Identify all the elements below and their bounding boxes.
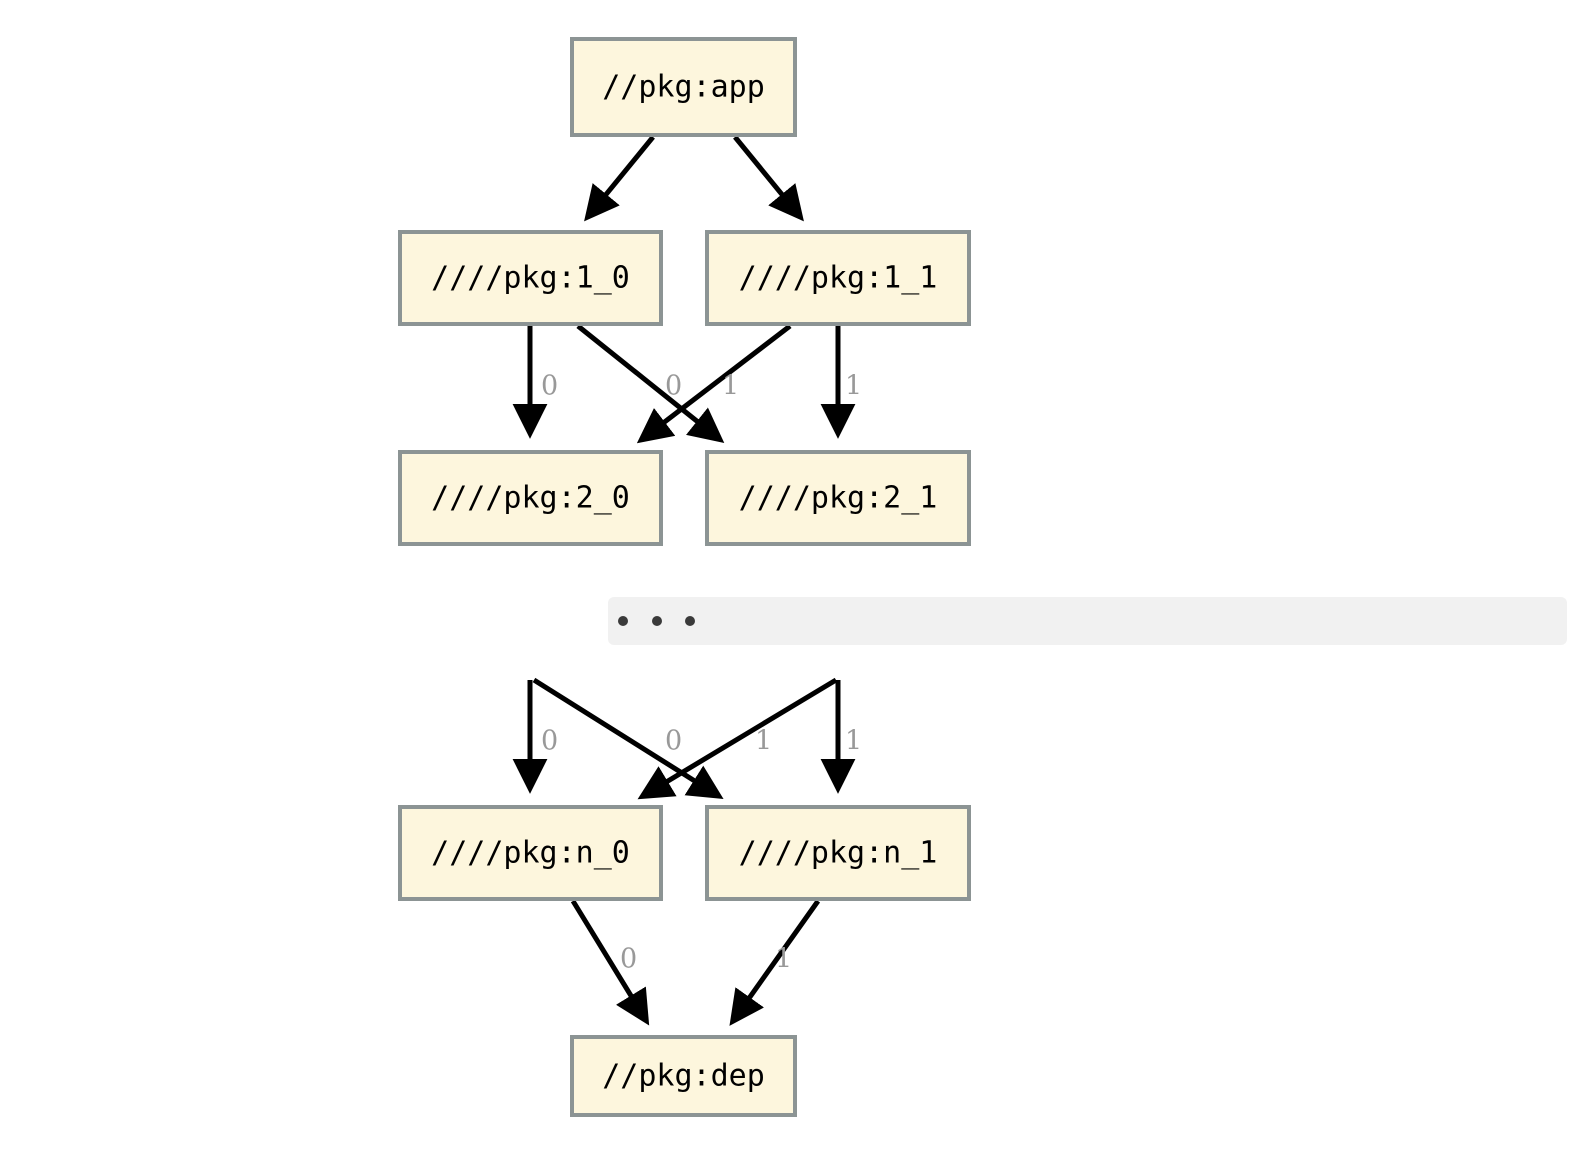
node-label: ////pkg:n_1 <box>739 836 938 871</box>
ellipsis-band <box>608 597 1567 645</box>
edge-label: 1 <box>755 726 772 757</box>
edge-label: 0 <box>620 944 637 975</box>
graph-node-n1_1[interactable]: ////pkg:1_1 <box>705 230 971 326</box>
ellipsis-dot <box>618 616 628 626</box>
node-label: //pkg:app <box>602 70 765 105</box>
graph-node-n2_0[interactable]: ////pkg:2_0 <box>398 450 663 546</box>
edge-label: 1 <box>845 371 862 402</box>
graph-edge <box>532 677 724 800</box>
graph-edge <box>570 899 650 1026</box>
node-box[interactable] <box>570 37 797 137</box>
graph-edge <box>576 324 725 444</box>
graph-edge <box>584 135 655 222</box>
graph-node-dep[interactable]: //pkg:dep <box>570 1035 797 1117</box>
node-box[interactable] <box>705 230 971 326</box>
node-box[interactable] <box>398 450 663 546</box>
edges-layer <box>512 135 856 1026</box>
graph-edge <box>637 677 838 800</box>
node-label: ////pkg:2_0 <box>431 481 630 516</box>
graph-edge <box>636 324 792 444</box>
ellipsis-dot <box>652 616 662 626</box>
node-box[interactable] <box>398 805 663 901</box>
edge-label: 0 <box>541 726 558 757</box>
node-box[interactable] <box>705 805 971 901</box>
graph-node-n2_1[interactable]: ////pkg:2_1 <box>705 450 971 546</box>
node-label: //pkg:dep <box>602 1059 765 1094</box>
node-box[interactable] <box>570 1035 797 1117</box>
edge-label: 0 <box>541 371 558 402</box>
graph-edge <box>733 135 804 222</box>
ellipsis-group <box>608 597 1567 645</box>
graph-node-nn_1[interactable]: ////pkg:n_1 <box>705 805 971 901</box>
graph-node-n1_0[interactable]: ////pkg:1_0 <box>398 230 663 326</box>
ellipsis-dot <box>685 616 695 626</box>
edge-label: 0 <box>665 726 682 757</box>
node-box[interactable] <box>398 230 663 326</box>
edge-label: 1 <box>845 726 862 757</box>
edge-labels-layer: 0 0 1 1 0 0 1 1 0 1 <box>541 371 862 975</box>
nodes-layer: //pkg:app ////pkg:1_0 ////pkg:1_1 ////pkg:2… <box>398 37 971 1117</box>
edge-label: 1 <box>775 944 792 975</box>
graph-node-app[interactable]: //pkg:app <box>570 37 797 137</box>
node-box[interactable] <box>705 450 971 546</box>
node-label: ////pkg:n_0 <box>431 836 630 871</box>
graph-node-nn_0[interactable]: ////pkg:n_0 <box>398 805 663 901</box>
node-label: ////pkg:1_0 <box>431 261 630 296</box>
graph-edge <box>729 899 821 1026</box>
edge-label: 0 <box>665 371 682 402</box>
edge-label: 1 <box>722 371 739 402</box>
node-label: ////pkg:2_1 <box>739 481 938 516</box>
node-label: ////pkg:1_1 <box>739 261 938 296</box>
